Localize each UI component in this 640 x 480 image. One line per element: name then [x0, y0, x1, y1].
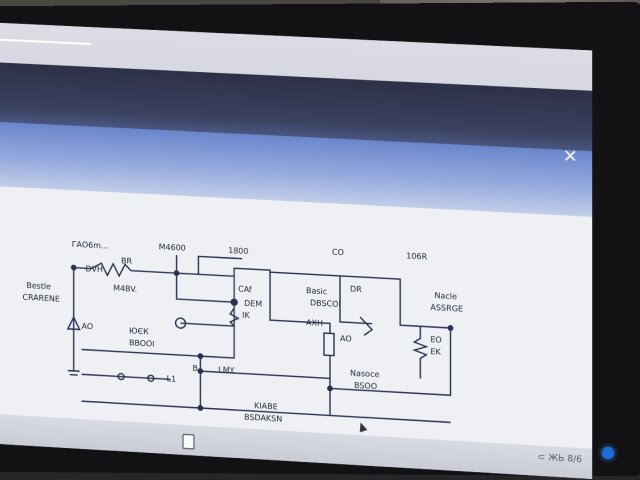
label-l1: L1: [166, 374, 177, 384]
label-kiabe: KIABE: [254, 401, 278, 412]
label-nacle-bottom: ASSRGE: [430, 302, 464, 314]
label-106r: 106R: [406, 251, 428, 262]
label-b: B: [192, 363, 198, 373]
wire: [269, 272, 320, 324]
resistor-ao: [323, 332, 335, 357]
label-top-left: ГАО6m...: [71, 239, 109, 251]
monitor-screen: ✕: [0, 22, 593, 479]
label-m4600: M4600: [158, 242, 186, 253]
label-kek: ЮЄК: [129, 326, 149, 337]
label-1800: 1800: [228, 245, 249, 257]
label-co: CO: [332, 247, 344, 258]
label-br: BR: [121, 256, 133, 266]
label-eo: EO: [430, 334, 442, 345]
node: [448, 326, 452, 331]
label-basic-bottom: DBSCOI: [310, 298, 341, 309]
wire: [339, 275, 372, 324]
node: [326, 385, 333, 392]
label-caf: CAf: [238, 284, 252, 295]
label-bsoo: BSOO: [354, 380, 378, 392]
node: [198, 369, 202, 374]
wire: [177, 256, 243, 276]
label-nacle-top: Nacle: [434, 290, 458, 302]
label-ek: EK: [430, 346, 441, 357]
label-basic-top: Basic: [306, 286, 328, 297]
label-bboo: BBOOI: [129, 338, 155, 349]
power-led-icon[interactable]: [602, 447, 614, 459]
label-ik: IK: [242, 310, 250, 320]
variable-cap: [359, 316, 373, 336]
label-m4bv: M4BV.: [113, 283, 138, 294]
label-resistor-ao: AO: [340, 333, 352, 344]
wire: [330, 321, 451, 395]
ground: [68, 371, 80, 372]
schematic-canvas: ГАО6m... BR M4600 1800 CO 106R DVH M4BV.…: [0, 185, 593, 459]
node: [198, 354, 202, 359]
close-icon[interactable]: ✕: [562, 145, 578, 168]
wire: [177, 273, 235, 326]
label-nasoe: Nasoce: [350, 368, 380, 380]
wire: [319, 322, 331, 334]
wire: [131, 253, 177, 273]
label-bestle: Bestle: [26, 280, 51, 292]
label-axh: AXH: [306, 318, 323, 329]
label-dvh: DVH: [85, 264, 103, 275]
wire: [200, 324, 234, 398]
node: [72, 265, 76, 270]
label-lmy: LMY: [218, 365, 235, 376]
wire: [82, 350, 201, 357]
label-dem: DEM: [244, 298, 263, 309]
circuit-schematic: [0, 186, 592, 459]
document-icon[interactable]: [182, 433, 195, 450]
node: [174, 271, 178, 276]
label-ao: AO: [81, 321, 94, 332]
wire: [82, 374, 151, 378]
label-dr: DR: [350, 284, 362, 295]
node: [198, 406, 202, 411]
resistor-ek: [414, 326, 426, 379]
